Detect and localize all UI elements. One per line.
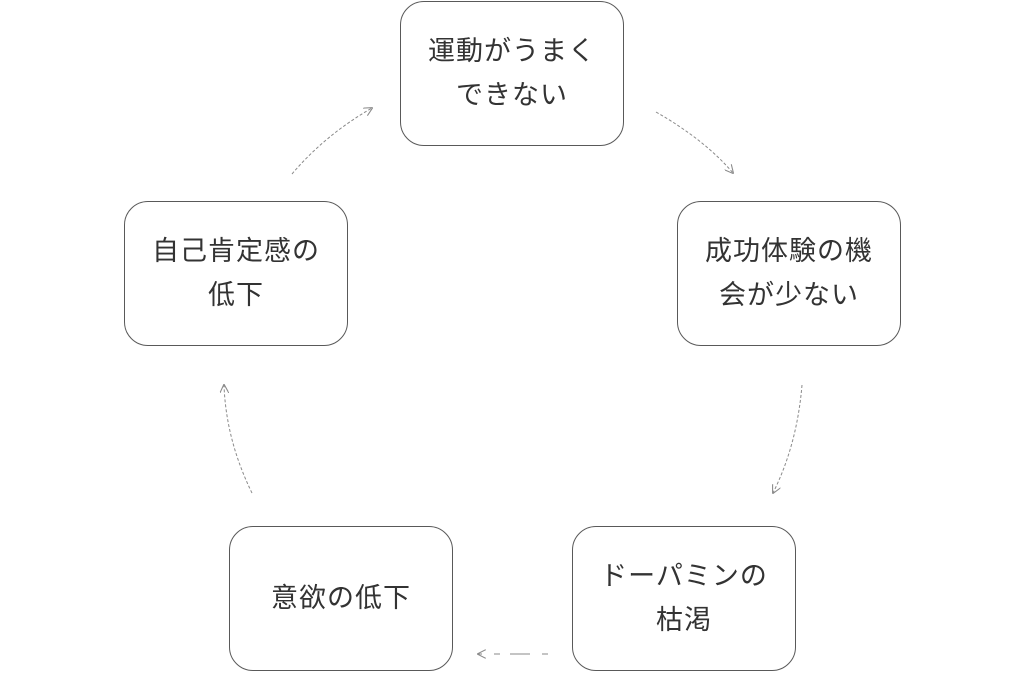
node-label: ドーパミンの 枯渇 bbox=[600, 560, 768, 636]
node-self-esteem-decline: 自己肯定感の 低下 bbox=[124, 201, 348, 346]
node-label: 意欲の低下 bbox=[271, 582, 411, 614]
node-motivation-decline: 意欲の低下 bbox=[229, 526, 453, 671]
arrow-n5-n1 bbox=[291, 108, 372, 175]
node-exercise-difficulty: 運動がうまく できない bbox=[400, 1, 624, 146]
arrow-n2-n3 bbox=[773, 384, 803, 493]
arrow-n1-n2 bbox=[655, 111, 733, 173]
node-few-success-opportunities: 成功体験の機 会が少ない bbox=[677, 201, 901, 346]
node-label: 成功体験の機 会が少ない bbox=[705, 235, 873, 311]
node-label: 運動がうまく できない bbox=[428, 35, 596, 111]
node-label: 自己肯定感の 低下 bbox=[152, 235, 320, 311]
node-dopamine-depletion: ドーパミンの 枯渇 bbox=[572, 526, 796, 671]
arrow-n4-n5 bbox=[224, 385, 253, 494]
